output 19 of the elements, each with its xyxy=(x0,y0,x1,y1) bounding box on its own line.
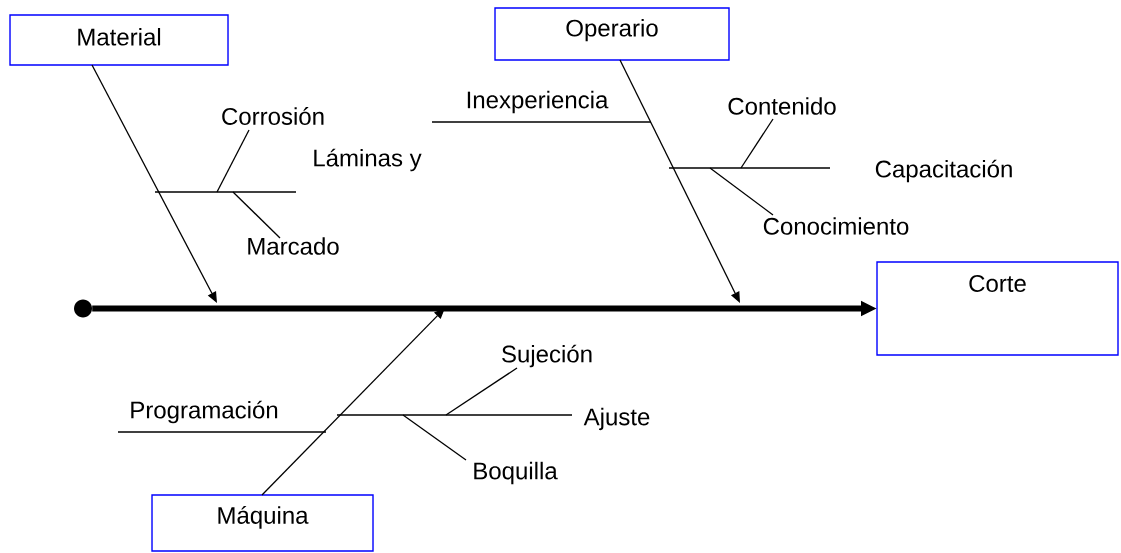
cause-label: Boquilla xyxy=(474,461,558,485)
cause-label: Marcado xyxy=(248,237,339,255)
cause-label: Láminas y xyxy=(314,148,422,172)
cause-box: Máquina xyxy=(151,494,374,552)
start-dot xyxy=(74,299,92,318)
cause-label: Capacitación xyxy=(875,159,1012,183)
cause-label: Inexperiencia xyxy=(467,90,609,114)
cause-box: Material xyxy=(9,14,229,66)
cause-label: Contenido xyxy=(728,97,836,115)
cause-arrow xyxy=(619,59,740,303)
cause-arrow xyxy=(261,308,445,496)
cause-box: Operario xyxy=(494,7,730,61)
cause-label: Corrosión xyxy=(222,107,324,125)
cause-label: Programación xyxy=(131,400,278,424)
cause-label: Sujeción xyxy=(502,344,592,368)
cause-arrow xyxy=(91,64,217,303)
cause-label: Conocimiento xyxy=(763,217,909,235)
cause-label: Ajuste xyxy=(583,407,650,431)
cause-box: Corte xyxy=(876,261,1119,356)
